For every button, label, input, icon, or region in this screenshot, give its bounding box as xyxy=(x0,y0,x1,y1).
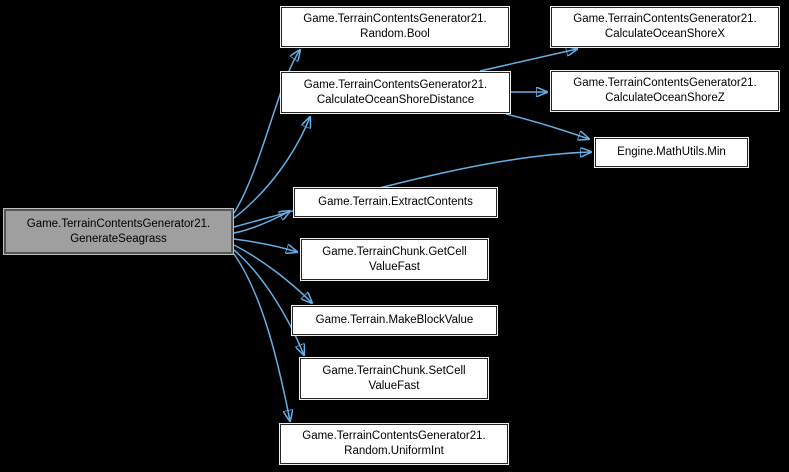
node-label-line: Game.Terrain.MakeBlockValue xyxy=(315,314,474,326)
edge-generateseagrass-to-setcellvaluefast xyxy=(233,249,304,355)
edge-generateseagrass-to-randombool xyxy=(233,50,300,214)
node-set-cell-value-fast[interactable]: Game.TerrainChunk.SetCell ValueFast xyxy=(299,357,489,400)
edge-calculateoceanshoredistance-to-calculateoceanshorex xyxy=(479,49,577,72)
node-label-line: CalculateOceanShoreX xyxy=(604,28,726,40)
node-calculate-ocean-shore-x[interactable]: Game.TerrainContentsGenerator21. Calcula… xyxy=(550,6,780,48)
node-label-line: GenerateSeagrass xyxy=(70,232,167,245)
node-label-line: Game.Terrain.ExtractContents xyxy=(318,196,473,208)
edge-generateseagrass-to-makeblockvalue xyxy=(233,244,312,303)
node-random-bool[interactable]: Game.TerrainContentsGenerator21. Random.… xyxy=(280,6,510,48)
node-random-uniform-int[interactable]: Game.TerrainContentsGenerator21. Random.… xyxy=(279,423,509,465)
node-calculate-ocean-shore-z[interactable]: Game.TerrainContentsGenerator21. Calcula… xyxy=(550,70,780,112)
edge-calculateoceanshoredistance-to-mathutilsmin xyxy=(505,113,589,139)
edge-generateseagrass-to-calculateoceanshoredistance xyxy=(233,117,310,219)
node-label-line: Game.TerrainContentsGenerator21. xyxy=(302,430,486,442)
node-label-line: Game.TerrainChunk.GetCell xyxy=(322,245,467,258)
node-label-line: CalculateOceanShoreZ xyxy=(605,92,725,104)
node-label-line: Game.TerrainContentsGenerator21. xyxy=(573,13,757,25)
edge-generateseagrass-to-extractcontents xyxy=(233,211,290,234)
node-label-line: Engine.MathUtils.Min xyxy=(617,146,726,158)
node-mathutils-min[interactable]: Engine.MathUtils.Min xyxy=(594,137,749,168)
node-label-line: Game.TerrainContentsGenerator21. xyxy=(303,78,488,91)
node-label-line: Random.UniformInt xyxy=(344,445,444,457)
node-extract-contents[interactable]: Game.Terrain.ExtractContents xyxy=(293,187,498,218)
node-label-line: ValueFast xyxy=(369,260,420,273)
edge-generateseagrass-to-randomuniformint xyxy=(233,253,290,421)
node-label-line: Game.TerrainContentsGenerator21. xyxy=(573,77,757,89)
node-label-line: Random.Bool xyxy=(360,28,430,40)
edge-generateseagrass-to-getcellvaluefast xyxy=(233,238,297,252)
node-make-block-value[interactable]: Game.Terrain.MakeBlockValue xyxy=(291,305,498,336)
node-label-line: Game.TerrainChunk.SetCell xyxy=(322,364,466,377)
node-label-line: Game.TerrainContentsGenerator21. xyxy=(26,217,211,230)
node-label-line: CalculateOceanShoreDistance xyxy=(316,93,475,106)
node-calculate-ocean-shore-distance[interactable]: Game.TerrainContentsGenerator21. Calcula… xyxy=(280,71,511,114)
node-get-cell-value-fast[interactable]: Game.TerrainChunk.GetCell ValueFast xyxy=(300,238,489,281)
node-generate-seagrass: Game.TerrainContentsGenerator21. Generat… xyxy=(3,208,234,255)
node-label-line: Game.TerrainContentsGenerator21. xyxy=(303,13,487,25)
node-label-line: ValueFast xyxy=(368,379,420,392)
